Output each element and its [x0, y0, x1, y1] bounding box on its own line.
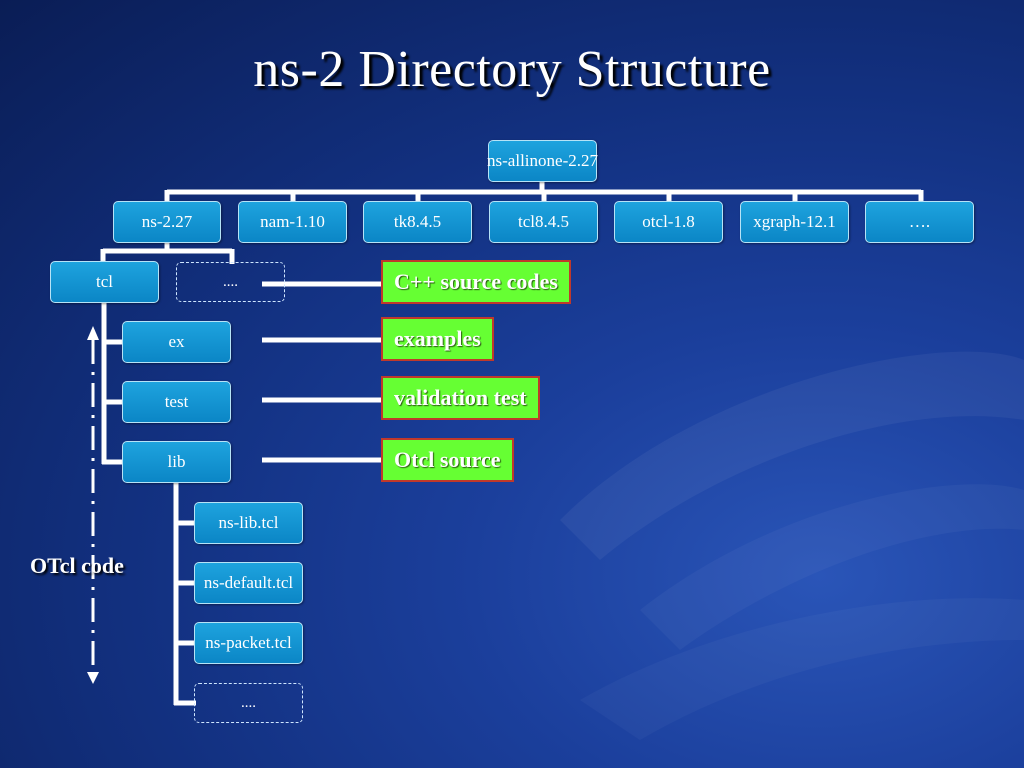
node-ns-packet[interactable]: ns-packet.tcl	[194, 622, 303, 664]
node-more-lib[interactable]: ....	[194, 683, 303, 723]
node-tcl[interactable]: tcl	[50, 261, 159, 303]
node-ex[interactable]: ex	[122, 321, 231, 363]
note-cpp-source: C++ source codes	[381, 260, 571, 304]
node-ns-lib[interactable]: ns-lib.tcl	[194, 502, 303, 544]
otcl-code-label: OTcl code	[30, 553, 124, 578]
node-tk[interactable]: tk8.4.5	[363, 201, 472, 243]
node-root[interactable]: ns-allinone-2.27	[487, 140, 598, 182]
node-ns-2.27[interactable]: ns-2.27	[113, 201, 221, 243]
note-validation-test: validation test	[381, 376, 540, 420]
node-more-level1[interactable]: ….	[865, 201, 974, 243]
node-test[interactable]: test	[122, 381, 231, 423]
node-tcl8[interactable]: tcl8.4.5	[489, 201, 598, 243]
node-more-level2[interactable]: ....	[176, 262, 285, 302]
page-title: ns-2 Directory Structure	[253, 41, 771, 98]
node-lib[interactable]: lib	[122, 441, 231, 483]
node-nam[interactable]: nam-1.10	[238, 201, 347, 243]
node-xgraph[interactable]: xgraph-12.1	[740, 201, 849, 243]
node-otcl[interactable]: otcl-1.8	[614, 201, 723, 243]
node-ns-default[interactable]: ns-default.tcl	[194, 562, 303, 604]
note-otcl-source: Otcl source	[381, 438, 514, 482]
note-examples: examples	[381, 317, 494, 361]
